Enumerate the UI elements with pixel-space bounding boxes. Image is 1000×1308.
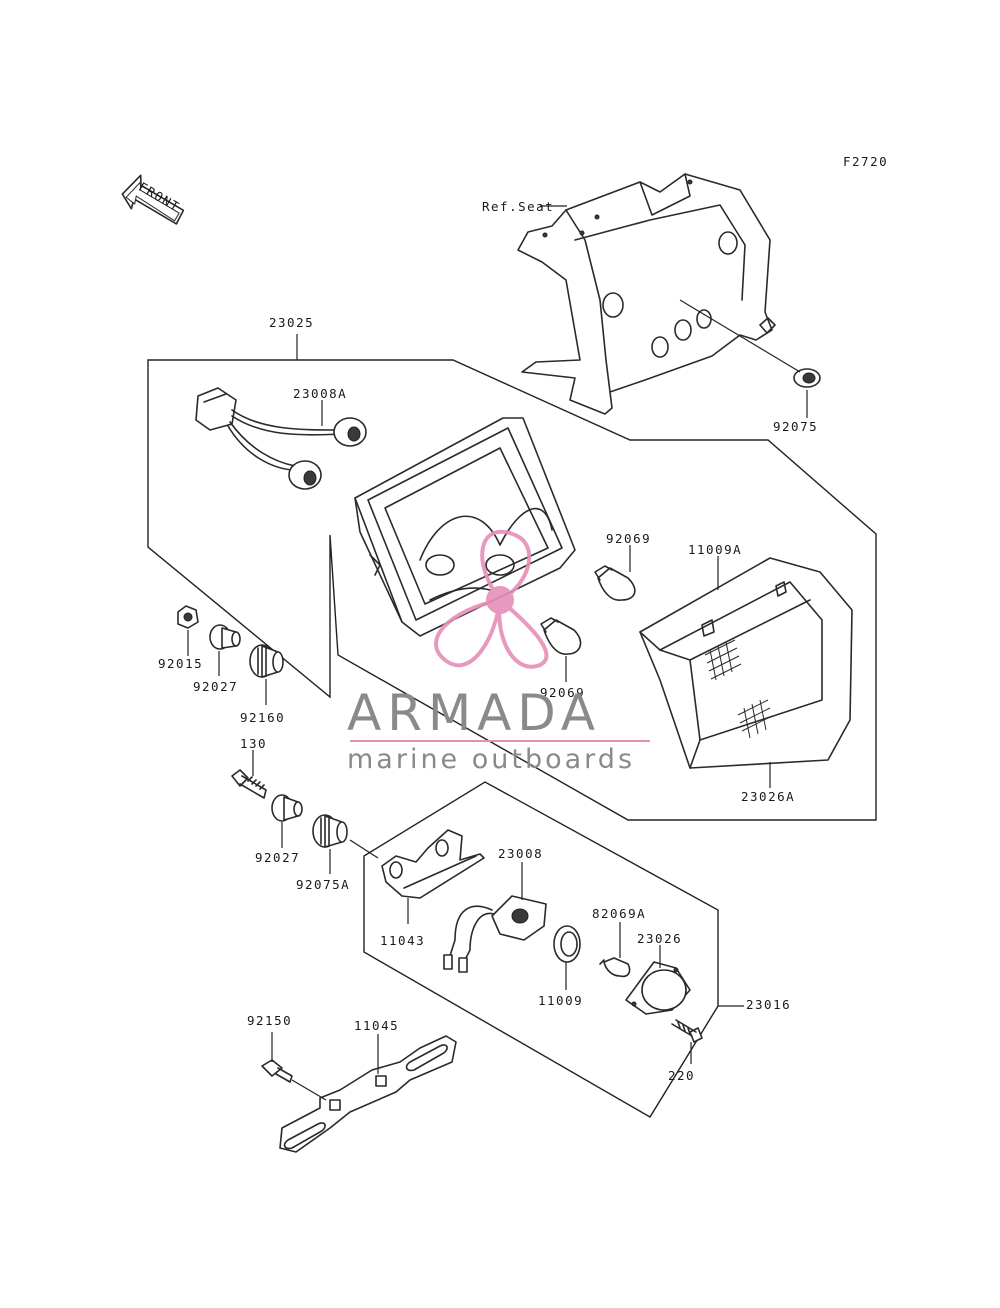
gasket-11009 [553, 925, 581, 963]
callout-11009: 11009 [538, 993, 583, 1008]
callout-130: 130 [240, 736, 267, 751]
nut-92075 [793, 368, 821, 388]
callout-220: 220 [668, 1068, 695, 1083]
lens-grid-icon [704, 639, 773, 739]
watermark-subtitle: marine outboards [347, 744, 635, 775]
lens-23026A [639, 557, 853, 769]
callout-11045: 11045 [354, 1018, 399, 1033]
callout-92015: 92015 [158, 656, 203, 671]
callout-92027-a: 92027 [193, 679, 238, 694]
bolt-130 [231, 769, 267, 799]
grommet-92075A [312, 814, 348, 848]
callout-92027-b: 92027 [255, 850, 300, 865]
armada-watermark: ARMADA marine outboards [347, 529, 650, 775]
callout-92160: 92160 [240, 710, 285, 725]
callout-ref-seat: Ref.Seat [482, 199, 554, 214]
callout-23008: 23008 [498, 846, 543, 861]
nut-92015 [177, 605, 199, 629]
callout-23008A: 23008A [293, 386, 347, 401]
callout-23026: 23026 [637, 931, 682, 946]
bulb-82069A [599, 957, 631, 978]
socket-23008 [443, 895, 547, 973]
bracket-11043 [381, 829, 485, 899]
grommet-92160 [249, 644, 284, 678]
bulb-92069-mid [540, 617, 582, 655]
screw-220 [671, 1019, 703, 1043]
callout-23025: 23025 [269, 315, 314, 330]
callout-82069A: 82069A [592, 906, 646, 921]
propeller-logo-icon [434, 529, 549, 669]
figure-code: F2720 [843, 154, 888, 169]
lens-23026 [625, 961, 691, 1015]
watermark-title: ARMADA [347, 684, 601, 742]
wiring-harness-23008A [195, 387, 367, 490]
callout-11043: 11043 [380, 933, 425, 948]
bracket-11045 [279, 1035, 457, 1153]
taillight-housing [354, 417, 576, 637]
collar-92027-a [209, 624, 241, 650]
callout-92069-top: 92069 [606, 531, 651, 546]
callout-92150: 92150 [247, 1013, 292, 1028]
callout-23016: 23016 [746, 997, 791, 1012]
front-arrow-icon: FRONT [121, 174, 185, 225]
callout-11009A: 11009A [688, 542, 742, 557]
seat-bracket [517, 173, 776, 415]
callout-92075A: 92075A [296, 877, 350, 892]
bolt-92150 [261, 1059, 327, 1101]
callout-92075: 92075 [773, 419, 818, 434]
assembly-frame-23025 [147, 359, 877, 821]
collar-92027-b [271, 794, 303, 822]
callout-92069-mid: 92069 [540, 685, 585, 700]
bulb-92069-top [594, 565, 636, 601]
callout-23026A: 23026A [741, 789, 795, 804]
